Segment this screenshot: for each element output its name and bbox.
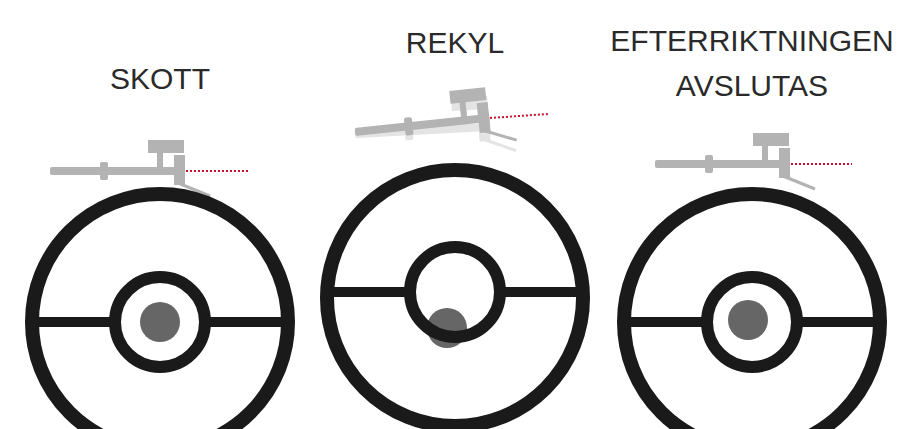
reticle [327, 170, 583, 426]
panel-title: REKYL [406, 20, 504, 65]
rifle-recoil [352, 84, 548, 159]
panel-title: SKOTT [110, 56, 210, 101]
panel-title: EFTERRIKTNINGEN AVSLUTAS [610, 18, 893, 108]
reticle [32, 194, 288, 429]
rifle [655, 133, 852, 189]
reticle [624, 194, 880, 429]
